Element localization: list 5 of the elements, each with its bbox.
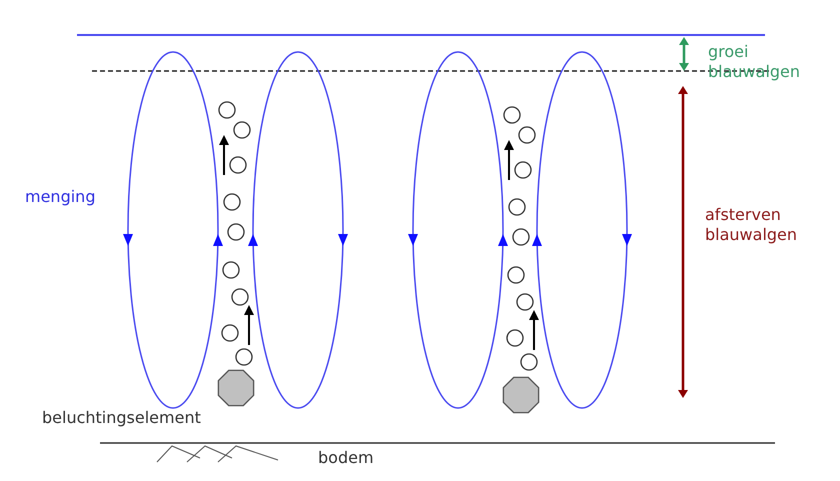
aerator-label: beluchtingselement [42,408,202,428]
growth-label: groei blauwalgen [708,42,802,82]
die-off-label: afsterven blauwalgen [705,205,798,245]
mixing-label: menging [25,187,96,207]
bottom-label: bodem [318,448,375,468]
